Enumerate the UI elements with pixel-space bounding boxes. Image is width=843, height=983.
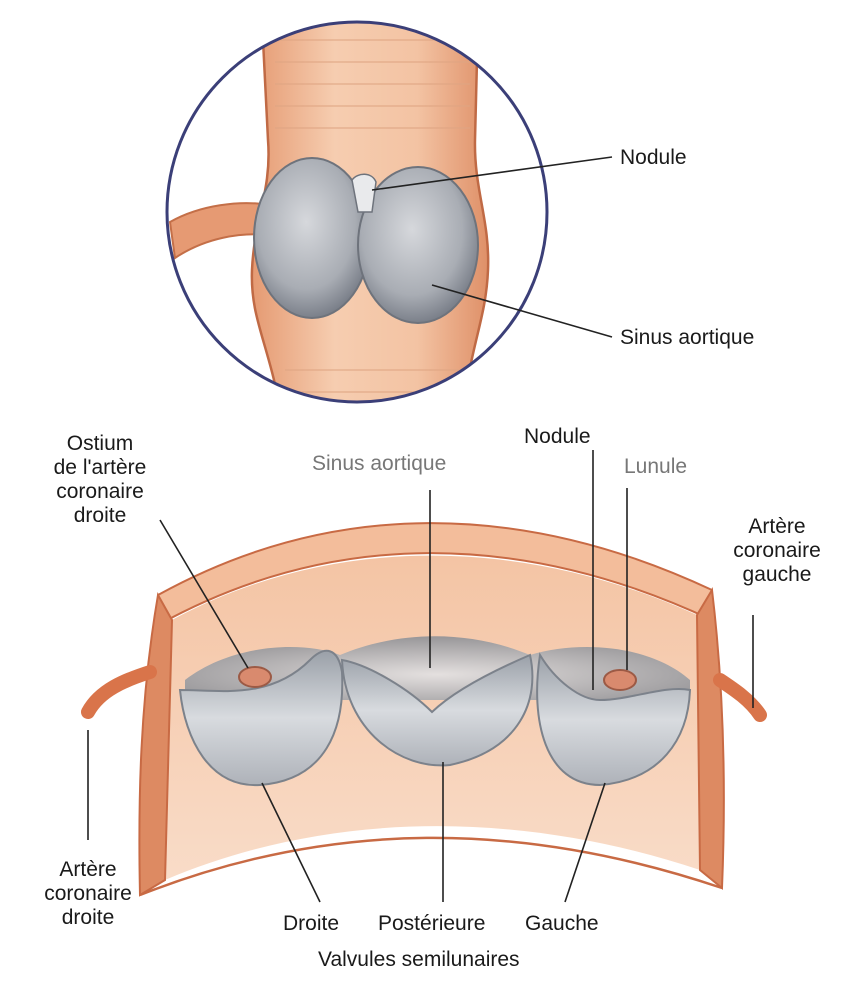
label-top-sinus-aortique: Sinus aortique — [620, 326, 754, 350]
label-left-coronary-line2: coronaire — [722, 539, 832, 563]
left-coronary-artery — [720, 680, 760, 715]
label-ostium: Ostium de l'artère coronaire droite — [40, 432, 160, 528]
label-top-nodule: Nodule — [620, 146, 687, 170]
label-cusp-gauche: Gauche — [525, 912, 599, 936]
label-ostium-line1: Ostium — [40, 432, 160, 456]
label-ostium-line4: droite — [40, 504, 160, 528]
label-right-coronary-line3: droite — [28, 906, 148, 930]
label-sinus-aortique: Sinus aortique — [312, 452, 446, 476]
label-ostium-line2: de l'artère — [40, 456, 160, 480]
label-cusp-droite: Droite — [283, 912, 339, 936]
label-left-coronary-line1: Artère — [722, 515, 832, 539]
label-left-coronary-line3: gauche — [722, 563, 832, 587]
label-cusp-posterieure: Postérieure — [378, 912, 485, 936]
sinus-bulb-right — [358, 167, 478, 323]
label-lunule: Lunule — [624, 455, 687, 479]
right-ostium — [239, 667, 271, 687]
label-ostium-line3: coronaire — [40, 480, 160, 504]
label-right-coronary-line1: Artère — [28, 858, 148, 882]
label-valvules-semilunaires: Valvules semilunaires — [318, 948, 520, 972]
right-coronary-artery — [88, 672, 150, 712]
label-right-coronary-line2: coronaire — [28, 882, 148, 906]
label-nodule: Nodule — [524, 425, 591, 449]
left-ostium — [604, 670, 636, 690]
label-left-coronary: Artère coronaire gauche — [722, 515, 832, 587]
label-right-coronary: Artère coronaire droite — [28, 858, 148, 930]
